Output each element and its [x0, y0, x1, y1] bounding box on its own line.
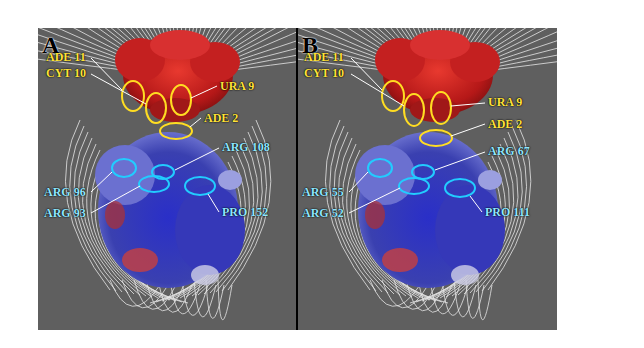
residue-label: ARG 108: [222, 140, 270, 154]
residue-label: URA 9: [220, 79, 254, 93]
residue-label: ADE 2: [488, 117, 522, 131]
residue-label: ADE 11: [304, 50, 344, 64]
residue-label: CYT 10: [304, 66, 344, 80]
residue-label: PRO 111: [485, 205, 530, 219]
residue-label: PRO 152: [222, 205, 268, 219]
residue-label: ARG 93: [44, 206, 86, 220]
residue-label: ARG 67: [488, 144, 530, 158]
residue-label: ARG 96: [44, 185, 86, 199]
residue-label: URA 9: [488, 95, 522, 109]
residue-label: CYT 10: [46, 66, 86, 80]
residue-label: ARG 52: [302, 206, 344, 220]
residue-label: ADE 11: [46, 50, 86, 64]
residue-label: ADE 2: [204, 111, 238, 125]
residue-label: ARG 55: [302, 185, 344, 199]
